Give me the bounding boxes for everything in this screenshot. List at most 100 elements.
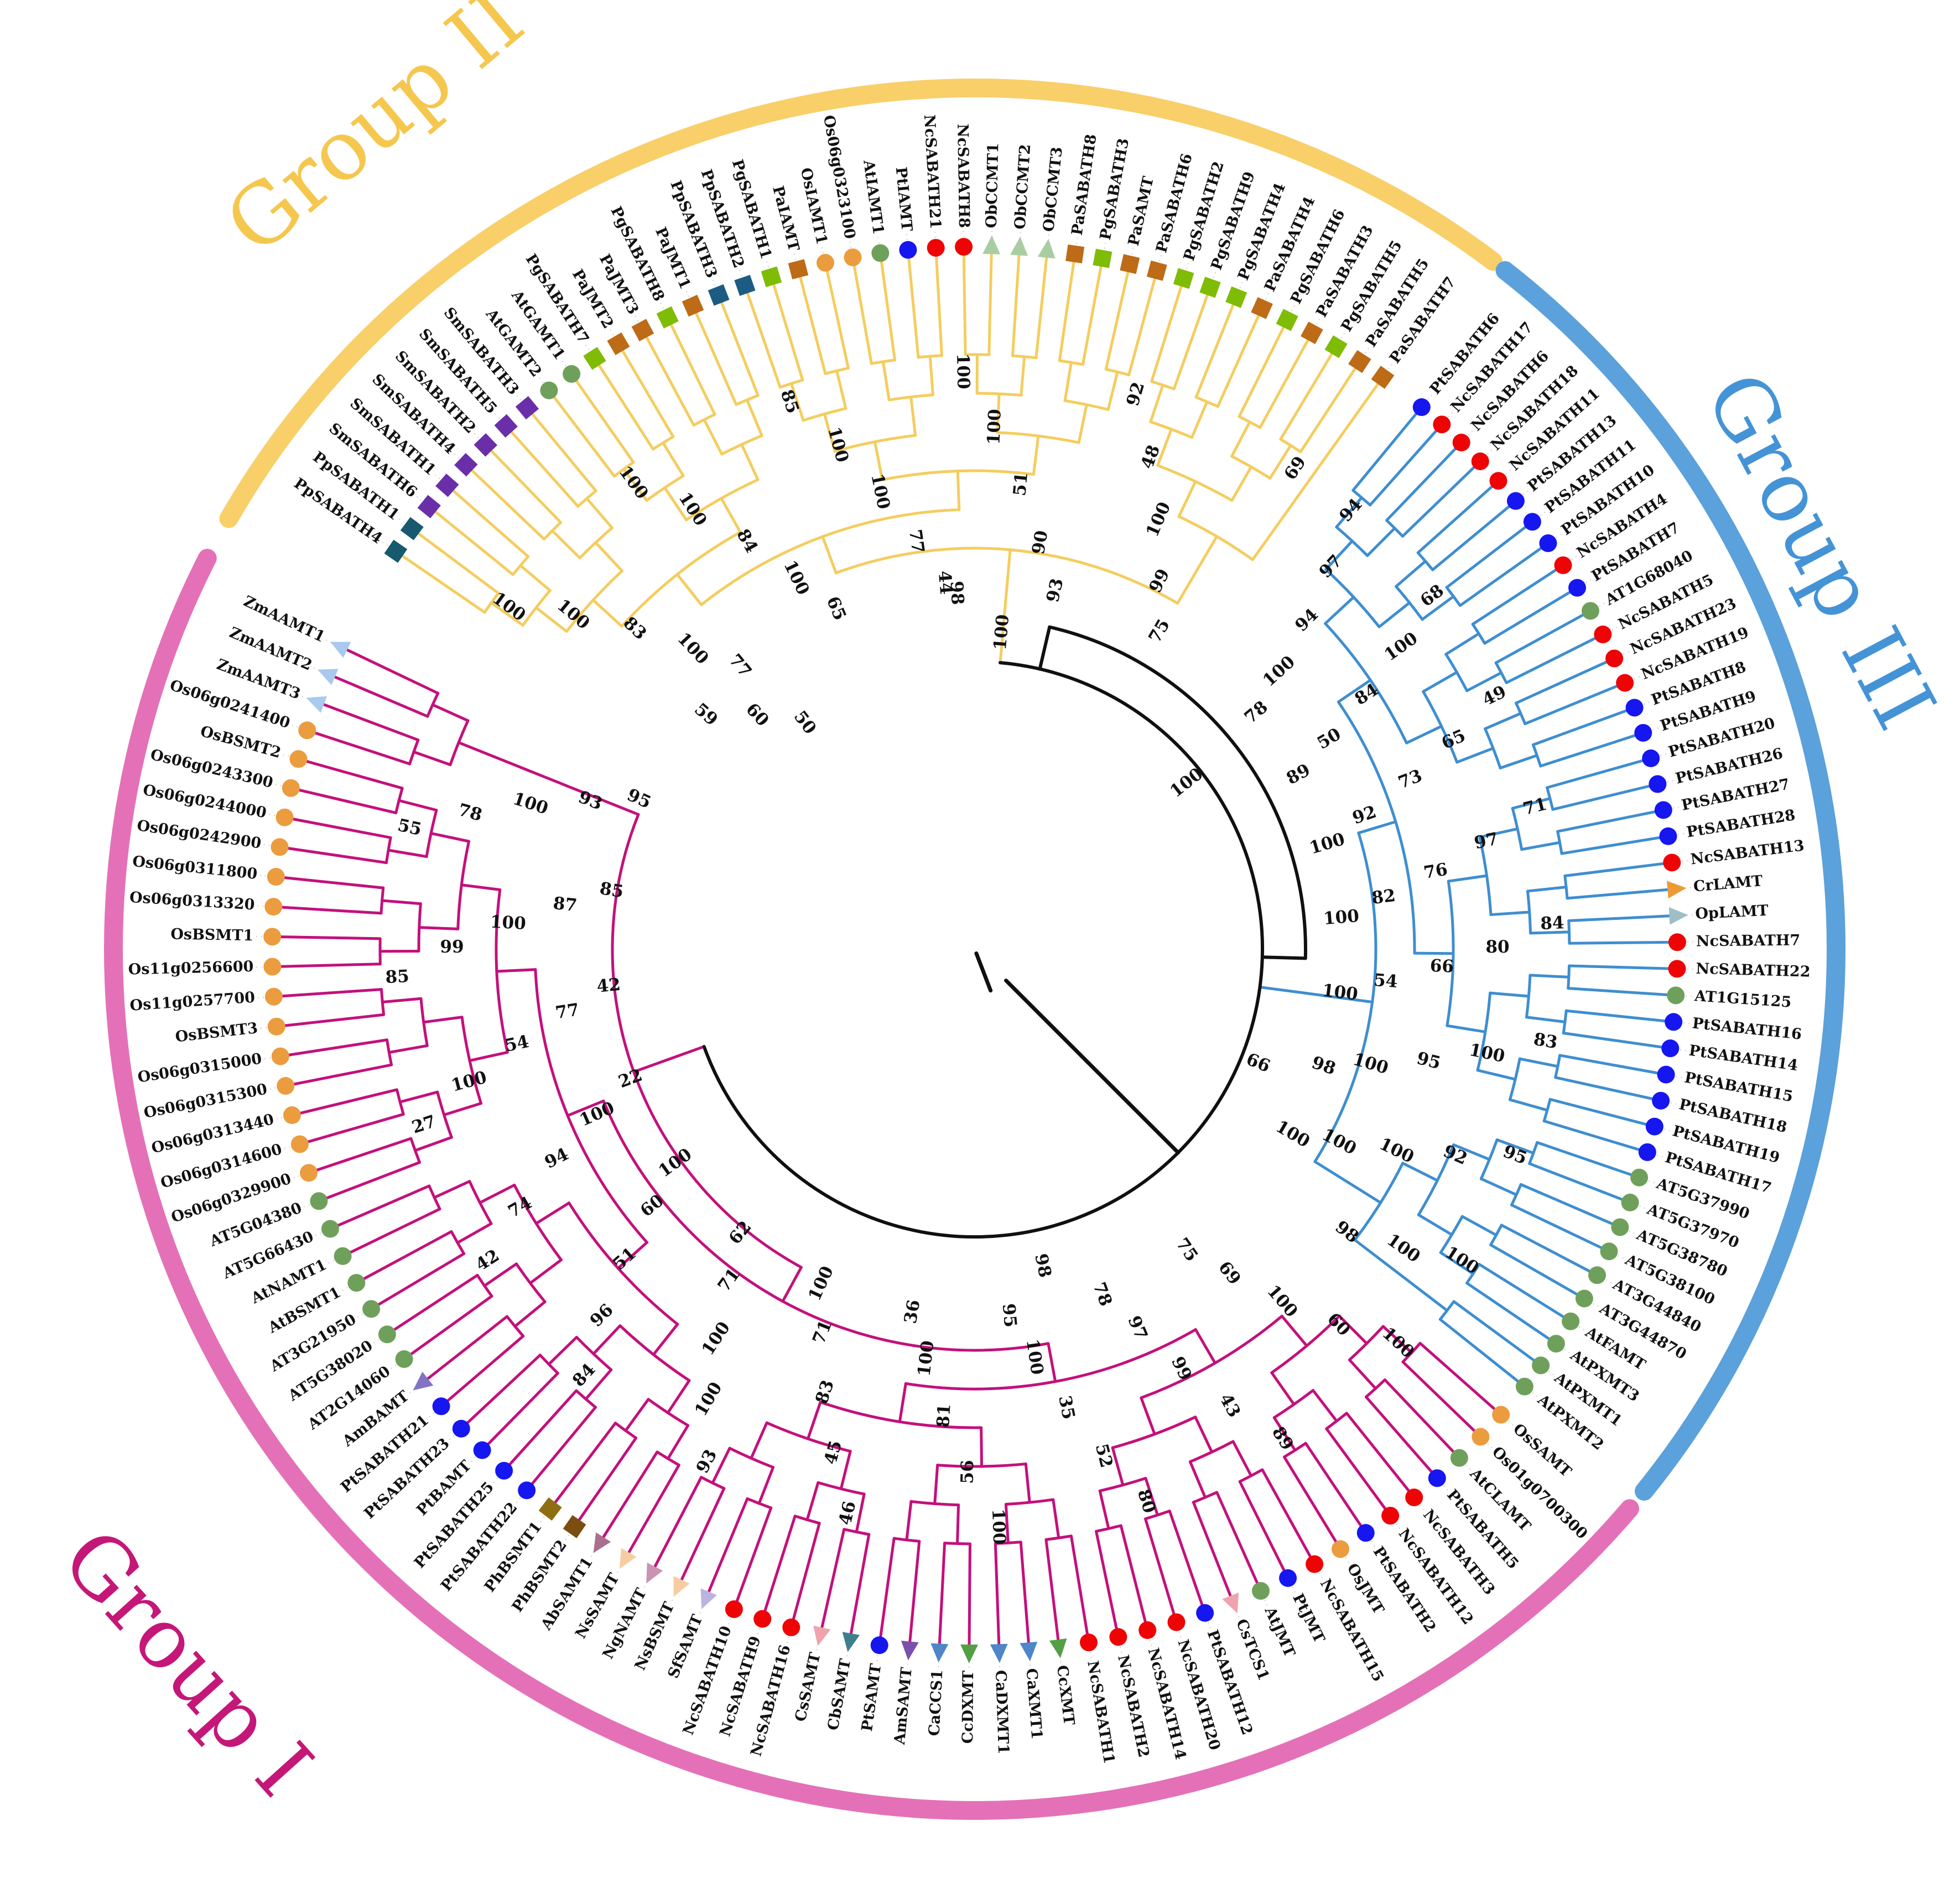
label-leader-dotted-line — [373, 1339, 379, 1344]
taxon-marker-circle-icon — [1581, 602, 1599, 620]
clade-branch — [565, 784, 604, 802]
clade-branch — [740, 443, 760, 481]
clade-branch — [1332, 995, 1374, 1003]
taxon-marker-circle-icon — [334, 1247, 352, 1265]
taxon-marker-circle-icon — [1642, 749, 1660, 767]
taxon-marker-circle-icon — [540, 381, 558, 399]
taxon-label: NcSABATH1 — [1084, 1659, 1117, 1765]
taxon-marker-triangle-icon — [1010, 236, 1028, 256]
taxon-marker-circle-icon — [871, 244, 890, 262]
tip-branch — [303, 759, 404, 790]
taxon-label: CsSAMT — [792, 1651, 824, 1724]
bootstrap-value: 98 — [1309, 1053, 1338, 1079]
clade-branch — [1195, 535, 1218, 571]
taxon-label: NcSABATH12 — [1395, 1526, 1477, 1628]
label-leader-dotted-line — [283, 1146, 290, 1149]
label-leader-dotted-line — [1667, 779, 1674, 783]
label-leader-dotted-line — [1644, 701, 1651, 705]
label-leader-dotted-line — [1648, 1180, 1655, 1184]
taxon-marker-circle-icon — [1452, 434, 1470, 452]
bootstrap-value: 84 — [569, 1360, 600, 1391]
clade-branch — [387, 1044, 429, 1054]
clade-branch — [881, 360, 891, 402]
clade-branch — [529, 769, 568, 787]
tip-branch — [277, 962, 382, 968]
taxon-label: CcXMT — [1053, 1664, 1078, 1726]
bootstrap-value: 56 — [958, 1460, 978, 1484]
tip-branch — [553, 1422, 617, 1505]
taxon-marker-triangle-icon — [901, 1641, 919, 1661]
tip-branch — [596, 362, 654, 451]
clade-branch — [1422, 670, 1458, 693]
taxon-marker-square-icon — [788, 259, 809, 280]
taxon-marker-circle-icon — [1667, 986, 1685, 1005]
clade-branch — [1194, 1416, 1214, 1454]
bootstrap-value: 27 — [409, 1111, 438, 1137]
taxon-marker-circle-icon — [518, 1481, 536, 1500]
label-leader-dotted-line — [1427, 394, 1433, 400]
clade-branch — [1188, 1460, 1207, 1499]
tip-branch — [1567, 987, 1671, 997]
clade-branch — [1353, 1239, 1387, 1265]
taxon-label: CsTCS1 — [1233, 1617, 1272, 1683]
taxon-marker-square-icon — [1093, 248, 1112, 268]
backbone-bootstrap-value: 60 — [742, 699, 773, 730]
label-leader-dotted-line — [382, 541, 388, 547]
tip-branch — [1505, 636, 1599, 684]
clade-branch — [566, 1099, 605, 1117]
taxon-marker-circle-icon — [1594, 625, 1612, 643]
label-leader-dotted-line — [428, 1412, 434, 1418]
taxon-marker-circle-icon — [816, 254, 834, 272]
clade-branch — [999, 625, 1005, 664]
clade-branch — [1446, 1024, 1487, 1033]
taxon-marker-triangle-icon — [593, 1532, 611, 1553]
taxon-marker-square-icon — [656, 306, 679, 329]
tip-branch — [1318, 381, 1381, 467]
bootstrap-value: 83 — [812, 1377, 838, 1406]
label-leader-dotted-line — [470, 1456, 476, 1463]
tip-branch — [1556, 810, 1659, 833]
clade-branch — [632, 1057, 672, 1074]
clade-branch — [1478, 827, 1519, 839]
taxon-marker-circle-icon — [1649, 775, 1667, 793]
tip-branch — [1081, 263, 1103, 366]
bootstrap-value: 68 — [1417, 581, 1448, 611]
taxon-marker-triangle-icon — [646, 1562, 663, 1584]
clade-branch — [456, 1222, 493, 1245]
taxon-marker-triangle-icon — [619, 1548, 637, 1569]
tip-branch — [1364, 1395, 1434, 1475]
tip-branch — [1369, 428, 1439, 507]
label-leader-dotted-line — [1578, 1326, 1585, 1331]
taxon-marker-circle-icon — [267, 868, 285, 886]
tip-branch — [576, 1437, 638, 1523]
bootstrap-value: 71 — [1521, 794, 1549, 819]
taxon-label: Os06g0315000 — [137, 1050, 263, 1086]
taxon-marker-circle-icon — [267, 1017, 285, 1036]
taxon-marker-square-icon — [734, 274, 756, 296]
clade-branch — [1413, 951, 1455, 955]
bootstrap-value: 100 — [779, 557, 813, 598]
clade-branch — [493, 755, 532, 773]
label-leader-dotted-line — [1396, 1523, 1401, 1529]
tip-branch — [1418, 1341, 1498, 1412]
tip-branch — [1259, 337, 1311, 429]
label-leader-dotted-line — [1548, 1371, 1555, 1376]
clade-branch — [980, 1426, 984, 1468]
clade-branch — [905, 1500, 913, 1542]
tip-branch — [433, 509, 514, 576]
taxon-marker-circle-icon — [271, 1047, 289, 1065]
clade-branch — [1111, 1446, 1125, 1487]
taxon-marker-circle-icon — [1588, 1266, 1607, 1284]
taxon-label: PaSAMT — [1125, 175, 1157, 247]
taxon-label: OpLAMT — [1695, 902, 1769, 923]
clade-branch — [601, 798, 640, 816]
taxon-marker-triangle-icon — [673, 1576, 690, 1597]
tip-branch — [530, 411, 597, 492]
label-leader-dotted-line — [539, 1516, 545, 1523]
tip-branch — [1536, 1141, 1635, 1177]
tip-branch — [1261, 1468, 1313, 1560]
clade-branch — [1384, 1262, 1418, 1289]
bootstrap-value: 100 — [576, 1098, 617, 1131]
bootstrap-value: 92 — [1123, 380, 1149, 408]
tip-branch — [450, 488, 530, 558]
